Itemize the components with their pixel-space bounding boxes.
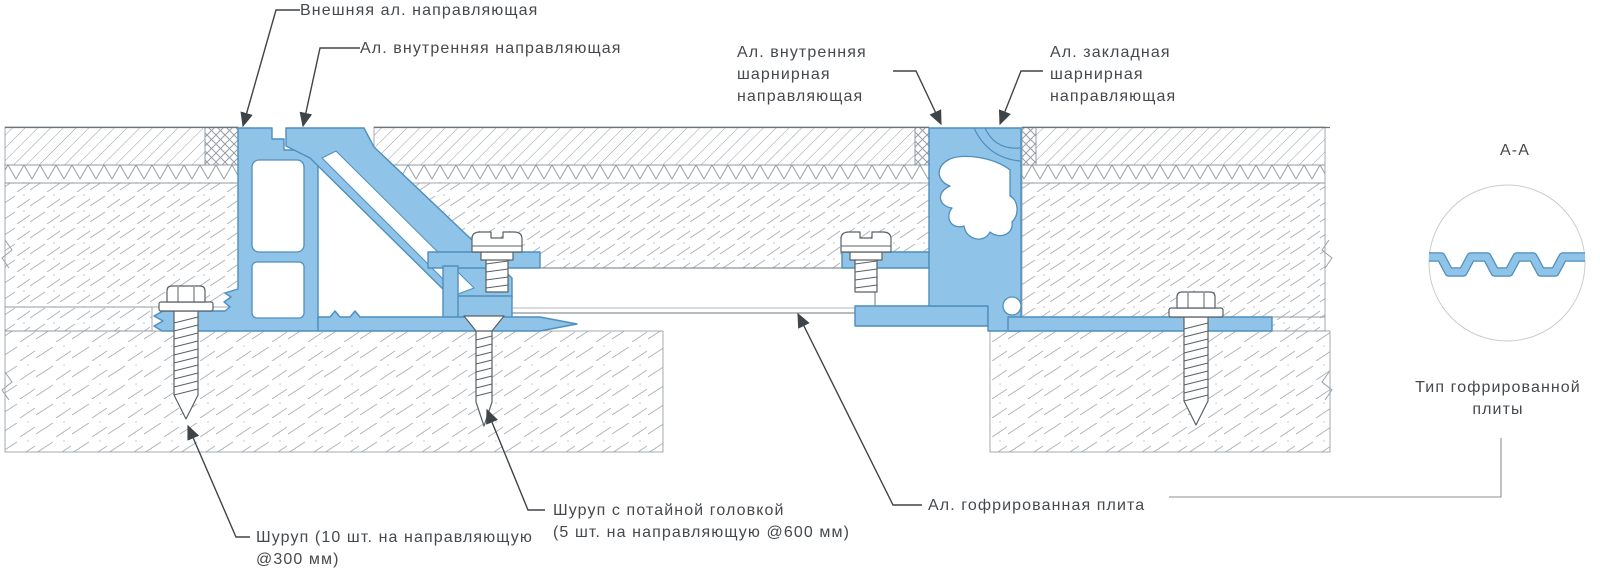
label-embedded-hinge-rail-line3: направляющая <box>1050 88 1176 105</box>
leader-screw-600 <box>486 408 545 511</box>
corrugated-profile <box>1429 253 1585 276</box>
label-corrugated-type-line1: Тип гофрированной <box>1415 379 1581 396</box>
label-screw-300-line1: Шуруп (10 шт. на направляющую <box>256 529 533 546</box>
closure-block-cover <box>914 126 930 166</box>
finish-layer-cover <box>373 126 916 166</box>
label-outer-rail: Внешняя ал. направляющая <box>300 2 538 19</box>
leader-lines <box>187 9 1502 538</box>
label-inner-hinge-rail-line2: шарнирная <box>737 66 831 83</box>
membrane-layer-cover <box>379 164 930 184</box>
break-mark-left-upper <box>1 239 13 269</box>
label-corrugated-type-line2: плиты <box>1472 401 1523 418</box>
label-inner-rail: Ал. внутренняя направляющая <box>360 40 622 57</box>
slab-left <box>4 330 664 453</box>
outer-rail-profile <box>153 127 319 332</box>
label-screw-600-line2: (5 шт. на направляющую @600 мм) <box>553 524 850 541</box>
label-inner-hinge-rail-line1: Ал. внутренняя <box>737 44 867 61</box>
labels: Внешняя ал. направляющая Ал. внутренняя … <box>256 2 1581 568</box>
screed-right-lower <box>1271 316 1326 332</box>
closure-block-right <box>1021 126 1037 166</box>
break-mark-right-upper <box>1321 239 1333 269</box>
screed-right <box>1021 182 1326 318</box>
label-screw-300-line2: @300 мм) <box>256 551 340 568</box>
label-inner-hinge-rail-line3: направляющая <box>737 88 863 105</box>
section-detail <box>1428 184 1586 342</box>
leader-inner-rail <box>299 47 360 128</box>
leader-outer-rail <box>240 9 300 128</box>
cover-plate-body <box>454 267 876 314</box>
label-corrugated-plate: Ал. гофрированная плита <box>928 497 1145 514</box>
membrane-layer-right <box>1021 164 1326 184</box>
closure-block-left <box>204 126 239 166</box>
hinge-rail-profile <box>928 127 1022 332</box>
cover-plate <box>454 267 876 314</box>
finish-layer-left <box>4 126 206 166</box>
leader-screw-300 <box>187 424 250 538</box>
screed-left-lower <box>4 306 153 332</box>
label-section-aa: А-А <box>1500 142 1530 159</box>
floor-layers <box>1 126 1333 453</box>
break-mark-right-lower <box>1321 371 1333 401</box>
connector-corrugated-type <box>1169 438 1502 498</box>
screed-cover <box>400 183 929 268</box>
label-screw-600-line1: Шуруп с потайной головкой <box>553 502 785 519</box>
detail-circle <box>1428 184 1586 342</box>
break-mark-left-lower <box>1 371 13 401</box>
leader-inner-hinge-rail <box>893 70 942 126</box>
label-embedded-hinge-rail-line1: Ал. закладная <box>1050 44 1171 61</box>
embedded-rail-flange <box>1007 316 1273 332</box>
aluminium-profiles <box>153 127 1273 332</box>
finish-layer-right <box>1035 126 1326 166</box>
label-embedded-hinge-rail-line2: шарнирная <box>1050 66 1144 83</box>
slab-right <box>989 330 1331 453</box>
membrane-layer-left <box>4 164 239 184</box>
inner-rail-profile <box>285 127 578 332</box>
leader-embedded-hinge-rail <box>998 70 1043 126</box>
leader-corrugated-plate <box>797 312 922 506</box>
